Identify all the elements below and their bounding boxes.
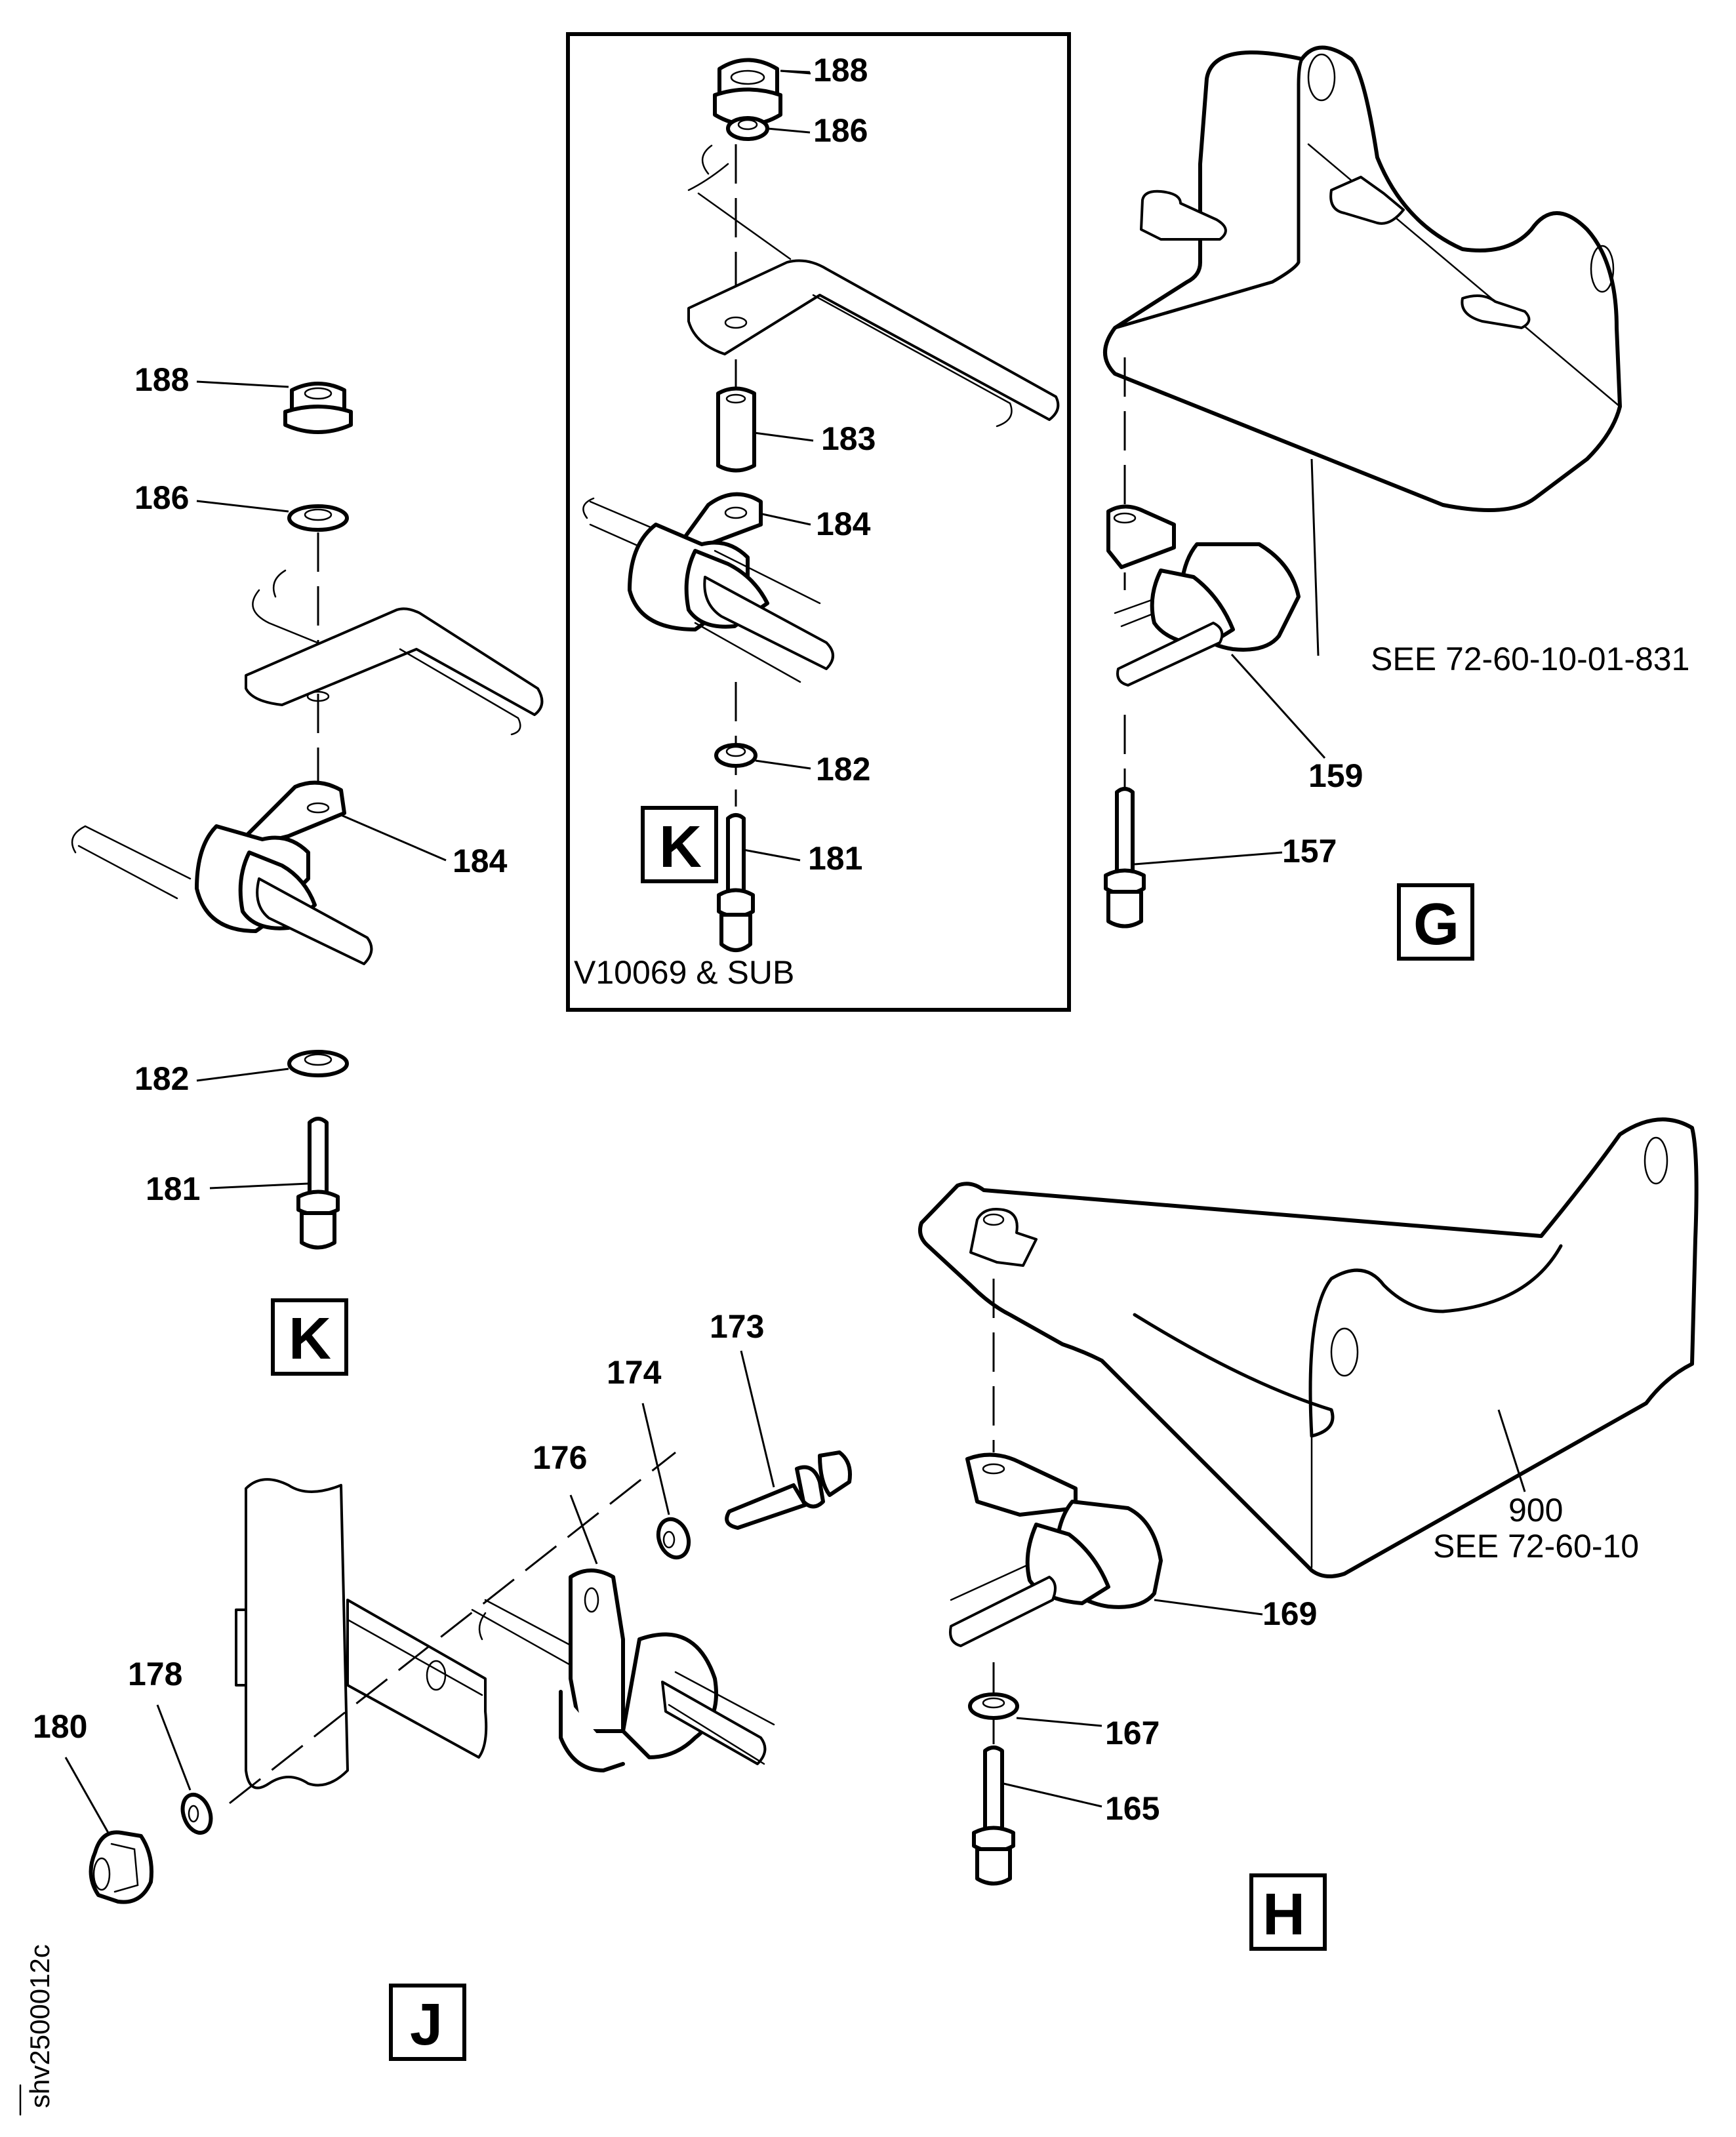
structure-bracket — [687, 144, 1060, 428]
bolt-icon — [972, 1746, 1015, 1886]
washer-icon — [287, 504, 349, 532]
washer-icon — [180, 1792, 213, 1835]
structure-bracket — [245, 569, 544, 736]
callout-178: 178 — [128, 1656, 182, 1692]
callout-176: 176 — [533, 1439, 587, 1476]
clamp-icon — [582, 492, 834, 683]
bolt-icon — [1104, 787, 1146, 929]
clamp-icon — [71, 780, 373, 965]
spacer-icon — [716, 386, 756, 473]
view-label-k-left: K — [289, 1306, 331, 1372]
view-label-box-k-inset — [641, 806, 718, 883]
callout-188-left: 188 — [134, 361, 189, 398]
callout-186-left: 186 — [134, 479, 189, 516]
callout-182-left: 182 — [134, 1060, 189, 1097]
view-label-box-h — [1249, 1873, 1327, 1951]
view-label-box-k-left — [271, 1298, 348, 1376]
callout-159: 159 — [1308, 757, 1363, 794]
reference-g: SEE 72-60-10-01-831 — [1371, 641, 1689, 677]
reference-h: SEE 72-60-10 — [1433, 1528, 1639, 1565]
callout-169: 169 — [1262, 1595, 1317, 1632]
drawing-id: shv2500012c — [24, 1944, 55, 2108]
nut-icon — [713, 58, 782, 127]
clamp-icon — [949, 1452, 1163, 1647]
washer-icon — [656, 1517, 691, 1560]
mounting-bracket-900 — [918, 1117, 1699, 1578]
callout-186-inset: 186 — [813, 112, 868, 149]
callout-182-inset: 182 — [816, 751, 870, 788]
callout-173: 173 — [710, 1308, 764, 1345]
mounting-bracket-g — [1103, 45, 1622, 512]
callout-181-inset: 181 — [808, 840, 862, 877]
callout-184-inset: 184 — [816, 506, 871, 542]
callout-165: 165 — [1105, 1790, 1160, 1827]
callout-180: 180 — [33, 1708, 87, 1745]
callout-188-inset: 188 — [813, 52, 868, 89]
callout-181-left: 181 — [146, 1170, 200, 1207]
washer-icon — [726, 116, 769, 141]
washer-icon — [968, 1692, 1019, 1720]
view-label-k-inset: K — [659, 814, 702, 880]
callout-174: 174 — [607, 1354, 662, 1391]
washer-icon — [714, 743, 757, 768]
structure-post — [235, 1478, 488, 1789]
bolt-icon — [725, 1450, 852, 1530]
clamp-icon — [1106, 504, 1301, 687]
clamp-icon — [471, 1568, 775, 1772]
callout-183-inset: 183 — [821, 420, 876, 457]
nut-icon — [283, 382, 353, 434]
view-label-h: H — [1262, 1882, 1305, 1947]
inset-note: V10069 & SUB — [574, 954, 794, 991]
callout-184-left: 184 — [453, 843, 508, 879]
callout-157: 157 — [1282, 833, 1337, 869]
view-label-g: G — [1413, 892, 1459, 957]
washer-icon — [287, 1050, 349, 1077]
bolt-icon — [717, 813, 755, 952]
nut-icon — [89, 1830, 153, 1904]
callout-900: 900 — [1508, 1492, 1563, 1528]
view-label-box-j — [389, 1984, 466, 2061]
inset-frame — [566, 32, 1071, 1012]
view-label-box-g — [1397, 883, 1474, 961]
bolt-icon — [296, 1117, 340, 1250]
view-label-j: J — [410, 1992, 443, 2058]
callout-167: 167 — [1105, 1715, 1160, 1751]
